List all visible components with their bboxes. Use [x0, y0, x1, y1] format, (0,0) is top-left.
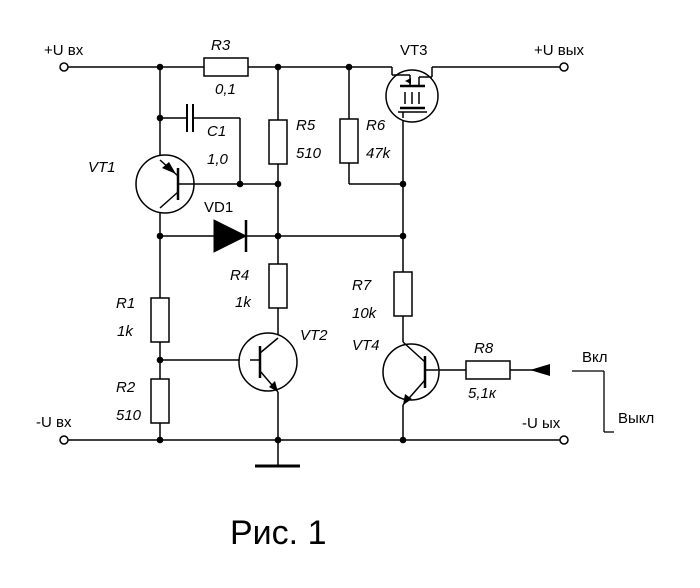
label-r7-ref: R7	[352, 277, 372, 294]
resistor-r8	[465, 360, 511, 380]
label-r8-value: 5,1к	[468, 385, 497, 402]
capacitor-c1	[186, 104, 194, 132]
label-r2-ref: R2	[116, 379, 136, 396]
label-vt4: VT4	[352, 337, 380, 354]
label-c1-ref: C1	[207, 123, 226, 140]
label-r4-ref: R4	[230, 267, 249, 284]
switch	[530, 364, 614, 433]
label-r5-ref: R5	[296, 117, 316, 134]
switch-arrow	[530, 364, 550, 376]
label-vt2: VT2	[300, 327, 328, 344]
resistor-r2	[150, 378, 170, 424]
label-vin-pos: +U вх	[44, 42, 84, 59]
label-r2-value: 510	[116, 407, 142, 424]
transistor-vt4	[382, 341, 440, 406]
wires	[66, 66, 562, 468]
label-r7-value: 10k	[352, 305, 378, 322]
junction-dots	[156, 63, 407, 444]
resistor-r1	[150, 297, 170, 343]
label-switch-off: Выкл	[618, 410, 654, 427]
resistor-r7	[393, 271, 413, 317]
terminal-vout-pos	[559, 62, 569, 72]
transistor-vt1	[135, 154, 195, 214]
transistor-vt2	[238, 332, 298, 393]
resistor-r4	[268, 263, 288, 309]
terminal-vout-neg	[559, 435, 569, 445]
label-c1-value: 1,0	[207, 151, 229, 168]
diode-vd1	[213, 219, 248, 253]
label-r3-value: 0,1	[215, 81, 236, 98]
label-r4-value: 1k	[235, 294, 252, 311]
label-r1-value: 1k	[117, 323, 134, 340]
label-r1-ref: R1	[116, 295, 135, 312]
terminal-vin-neg	[59, 435, 69, 445]
resistor-r6	[339, 118, 359, 164]
resistor-r3	[203, 57, 249, 77]
label-vout-neg: -U ых	[522, 415, 561, 432]
label-r3-ref: R3	[211, 37, 231, 54]
label-switch-on: Вкл	[582, 349, 608, 366]
label-r6-ref: R6	[366, 117, 386, 134]
label-r8-ref: R8	[474, 340, 494, 357]
label-vt3: VT3	[400, 42, 428, 59]
label-r5-value: 510	[296, 145, 322, 162]
resistor-r5	[268, 119, 288, 165]
label-vin-neg: -U вх	[36, 414, 72, 431]
label-r6-value: 47k	[366, 145, 392, 162]
figure-caption: Рис. 1	[230, 514, 326, 552]
terminal-vin-pos	[59, 62, 69, 72]
label-vd1: VD1	[204, 199, 233, 216]
label-vout-pos: +U вых	[534, 42, 585, 59]
transistor-vt3	[385, 69, 439, 123]
label-vt1: VT1	[88, 159, 116, 176]
